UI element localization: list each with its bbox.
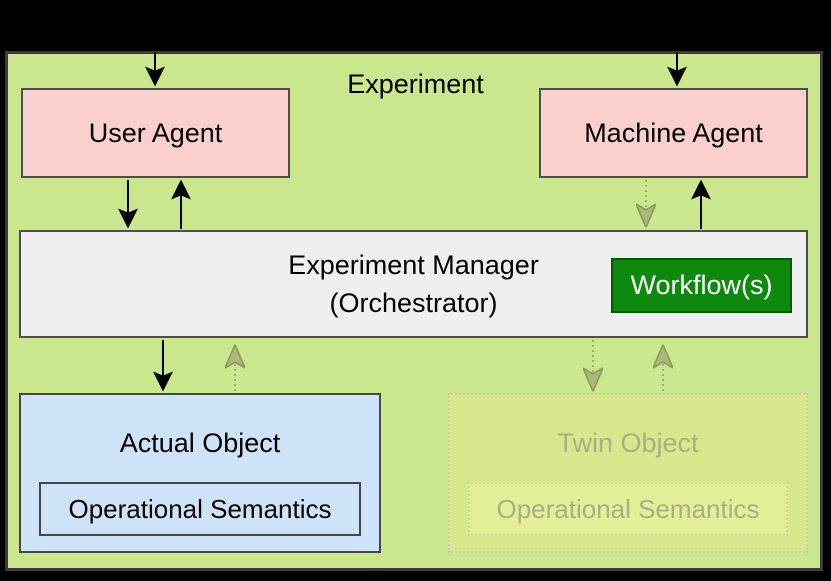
experiment-manager-label-line2: (Orchestrator) (329, 288, 498, 318)
experiment-manager-label-line1: Experiment Manager (288, 250, 539, 280)
machine-agent-label: Machine Agent (584, 117, 763, 148)
actual-object-box: Actual Object Operational Semantics (19, 393, 381, 553)
workflow-box: Workflow(s) (611, 258, 792, 313)
user-agent-box: User Agent (21, 88, 290, 178)
actual-operational-semantics-box: Operational Semantics (39, 482, 361, 536)
workflow-label: Workflow(s) (630, 270, 773, 300)
actual-object-label: Actual Object (119, 428, 281, 458)
twin-object-label: Twin Object (557, 428, 699, 458)
twin-operational-semantics-box: Operational Semantics (468, 482, 788, 536)
twin-operational-semantics-label: Operational Semantics (496, 493, 760, 524)
experiment-title: Experiment (347, 69, 484, 99)
twin-object-box: Twin Object Operational Semantics (448, 393, 808, 553)
user-agent-label: User Agent (88, 117, 223, 148)
machine-agent-box: Machine Agent (539, 88, 808, 178)
actual-operational-semantics-label: Operational Semantics (68, 493, 332, 524)
